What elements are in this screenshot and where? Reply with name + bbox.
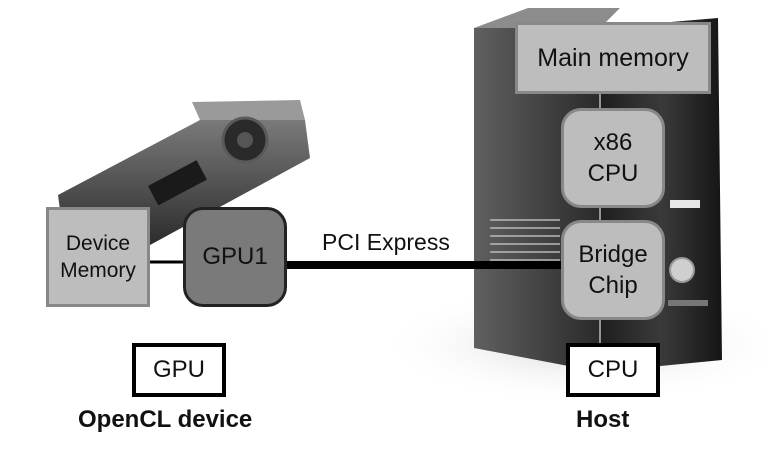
bridge-line2: Chip <box>588 272 638 299</box>
cpu-line2: CPU <box>587 160 639 187</box>
pci-express-label: PCI Express <box>322 229 450 255</box>
cpu-label-box: CPU <box>566 343 660 397</box>
device-memory-line1: Device <box>65 231 131 255</box>
opencl-device-caption: OpenCL device <box>78 406 253 433</box>
bridge-chip-box: Bridge Chip <box>561 220 665 320</box>
main-memory-box: Main memory <box>515 22 711 94</box>
host-caption: Host <box>576 406 630 433</box>
gpu1-label: GPU1 <box>202 243 268 271</box>
x86-cpu-box: x86 CPU <box>561 108 665 208</box>
gpu-label-text: GPU <box>152 356 205 384</box>
cpu-label-text: CPU <box>587 356 639 384</box>
device-memory-box: Device Memory <box>46 207 150 307</box>
bridge-line1: Bridge <box>578 240 648 268</box>
gpu1-box: GPU1 <box>183 207 287 307</box>
cpu-line1: x86 <box>593 128 633 156</box>
main-memory-label: Main memory <box>537 43 689 72</box>
gpu-label-box: GPU <box>132 343 226 397</box>
device-memory-line2: Memory <box>60 259 136 282</box>
